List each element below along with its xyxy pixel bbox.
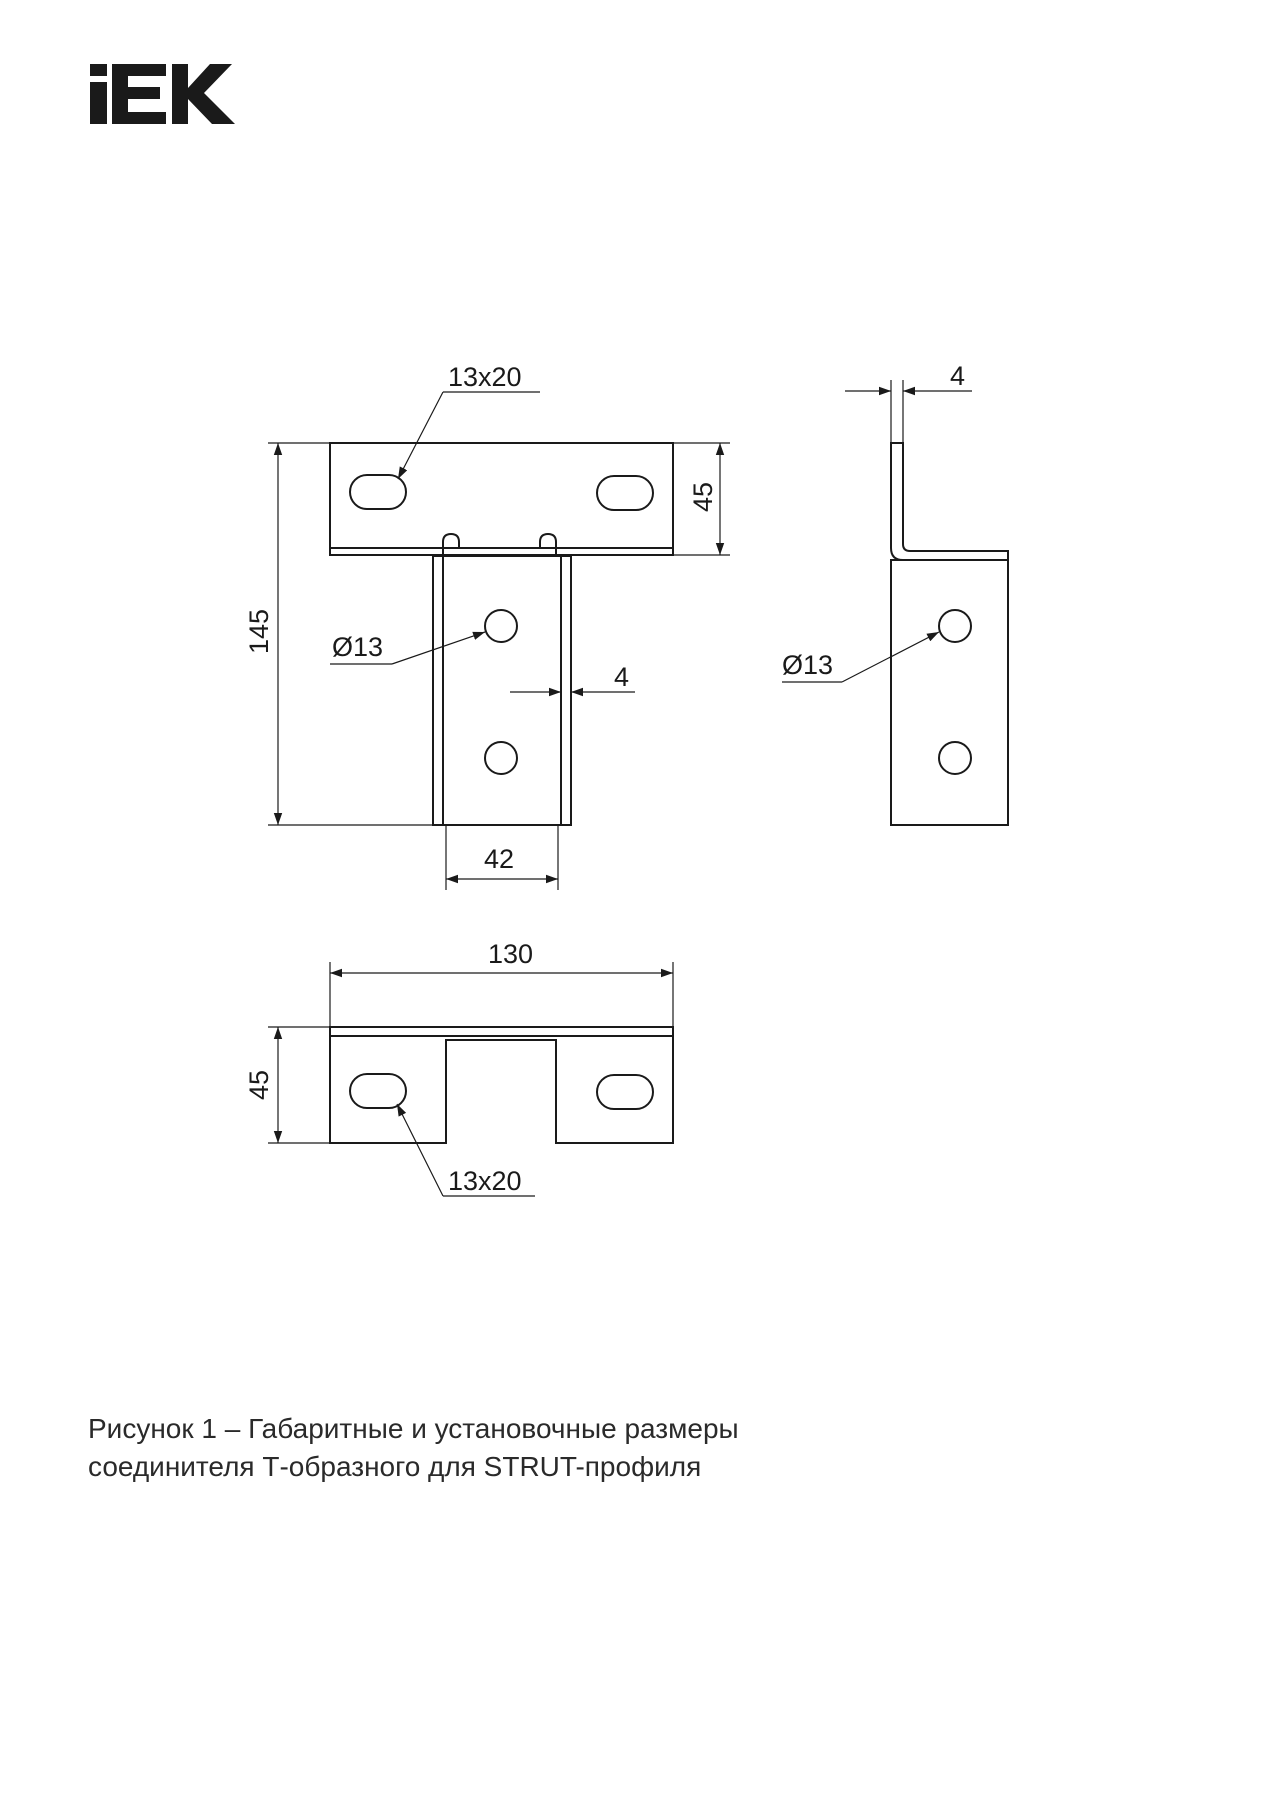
side-view: 4 Ø13 [782,361,1009,826]
top-slot-left [349,1073,407,1109]
hole-upper [484,609,518,643]
top-slot-label: 13x20 [448,1166,522,1196]
front-hole-label: Ø13 [332,632,383,662]
front-slot-label: 13x20 [448,362,522,392]
iek-logo [90,64,235,124]
side-hole-label: Ø13 [782,650,833,680]
top-view: 130 45 13x20 [244,939,674,1197]
front-view: 13x20 145 45 Ø13 4 42 [244,362,730,890]
figure-caption: Рисунок 1 – Габаритные и установочные ра… [88,1410,988,1486]
side-thickness-label: 4 [950,361,965,391]
front-top-plate [329,442,674,556]
caption-line-2: соединителя Т-образного для STRUT-профил… [88,1451,702,1482]
side-profile [890,442,1009,561]
side-hole-lower [938,741,972,775]
top-outline [329,1026,674,1144]
hole-lower [484,741,518,775]
top-slot-right [596,1074,654,1110]
top-height-label: 45 [244,1070,274,1100]
caption-line-1: Рисунок 1 – Габаритные и установочные ра… [88,1413,739,1444]
front-height-label: 145 [244,609,274,654]
slot-left [349,474,407,510]
front-top-height-label: 45 [688,482,718,512]
top-width-label: 130 [488,939,533,969]
front-stem-width-label: 42 [484,844,514,874]
front-stem [432,555,572,826]
side-hole-upper [938,609,972,643]
front-thickness-label: 4 [614,662,629,692]
slot-right [596,475,654,511]
